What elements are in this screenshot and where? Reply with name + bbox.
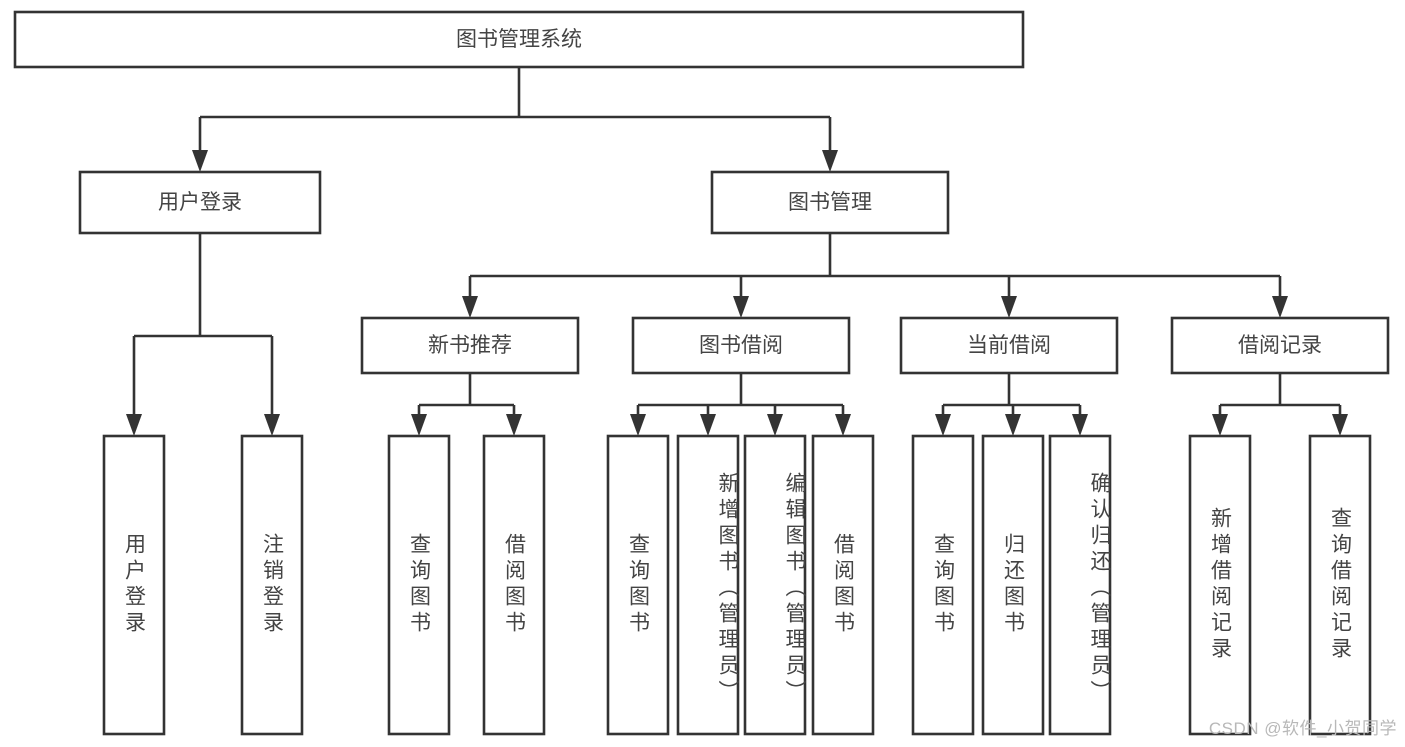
arrow-head-icon [835,414,851,436]
node-leaf-box-5[interactable] [676,434,740,736]
arrow-head-icon [822,150,838,172]
node-leaf-box-10[interactable] [1048,434,1112,736]
node-level3-label-0: 新书推荐 [428,334,512,357]
arrow-head-icon [462,296,478,318]
node-leaf-box-12[interactable] [1308,434,1372,736]
arrow-head-icon [192,150,208,172]
node-level3-label-1: 图书借阅 [699,334,783,357]
node-leaf-box-2[interactable] [387,434,451,736]
node-level3-box-3[interactable] [1170,316,1390,375]
node-level2-box-0[interactable] [78,170,322,235]
node-leaf-box-3[interactable] [482,434,546,736]
node-level3-box-1[interactable] [631,316,851,375]
edges-layer [126,67,1348,436]
csdn-watermark: CSDN @软件_小贺同学 [1208,719,1397,738]
arrow-head-icon [506,414,522,436]
node-level3-label-3: 借阅记录 [1238,334,1322,357]
arrow-head-icon [1005,414,1021,436]
boxes-layer [13,10,1390,736]
node-leaf-box-6[interactable] [743,434,807,736]
node-root-label: 图书管理系统 [456,28,582,51]
node-level3-box-2[interactable] [899,316,1119,375]
node-level3-label-2: 当前借阅 [967,334,1051,357]
node-leaf-box-0[interactable] [102,434,166,736]
arrow-head-icon [1072,414,1088,436]
arrow-head-icon [264,414,280,436]
arrow-head-icon [1212,414,1228,436]
node-leaf-box-1[interactable] [240,434,304,736]
arrow-head-icon [767,414,783,436]
node-leaf-box-11[interactable] [1188,434,1252,736]
node-root-box[interactable] [13,10,1025,69]
node-level2-label-0: 用户登录 [158,191,242,214]
arrow-head-icon [935,414,951,436]
node-leaf-box-7[interactable] [811,434,875,736]
arrow-head-icon [1272,296,1288,318]
arrow-head-icon [126,414,142,436]
node-level2-box-1[interactable] [710,170,950,235]
arrow-head-icon [1001,296,1017,318]
arrow-head-icon [630,414,646,436]
arrow-head-icon [1332,414,1348,436]
arrow-head-icon [700,414,716,436]
node-leaf-box-4[interactable] [606,434,670,736]
arrow-head-icon [733,296,749,318]
node-leaf-box-8[interactable] [911,434,975,736]
node-level3-box-0[interactable] [360,316,580,375]
node-leaf-box-9[interactable] [981,434,1045,736]
node-level2-label-1: 图书管理 [788,191,872,214]
arrow-head-icon [411,414,427,436]
